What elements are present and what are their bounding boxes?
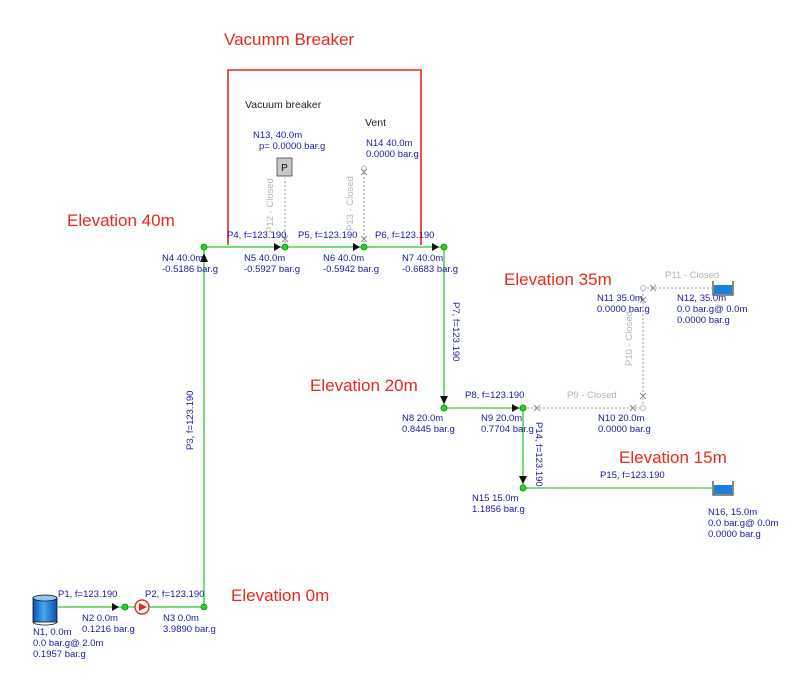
pipe-p13-label: P13 - Closed [345, 176, 356, 231]
node-n1-pressure: 0.1957 bar.g [33, 649, 86, 660]
node-n13-pressure: p= 0.0000 bar.g [259, 141, 325, 152]
node-n5[interactable] [281, 243, 289, 251]
node-n12-label: N12, 35.0m [677, 293, 726, 304]
node-n3-pressure: 3.9890 bar.g [163, 624, 216, 635]
node-n10-label: N10 20.0m [598, 413, 645, 424]
pump-icon[interactable] [134, 599, 150, 615]
node-n4[interactable] [200, 243, 208, 251]
flow-arrow-p4-icon [274, 243, 281, 251]
node-n7-pressure: -0.6683 bar.g [402, 264, 458, 275]
pipe-p12-label: P12 - Closed [265, 178, 276, 233]
flow-arrow-p3-icon [200, 253, 208, 262]
elevation-0-label: Elevation 0m [231, 586, 329, 605]
node-n4-label: N4 40.0m [162, 253, 203, 264]
elevation-20-label: Elevation 20m [310, 376, 418, 395]
node-n9-pressure: 0.7704 bar.g [481, 424, 534, 435]
pipe-p3-label: P3, f=123.190 [185, 391, 196, 450]
node-n4-pressure: -0.5186 bar.g [162, 264, 218, 275]
vacuum-breaker-valve[interactable]: P [276, 157, 293, 177]
closed-node-n14-icon [361, 165, 367, 171]
node-n13-label: N13, 40.0m [253, 130, 302, 141]
node-n5-label: N5 40.0m [244, 253, 285, 264]
closed-valve-cross-icon [281, 168, 657, 412]
node-n11-label: N11 35.0m [597, 293, 643, 304]
node-n16-label: N16, 15.0m [708, 507, 757, 518]
node-n2[interactable] [121, 603, 129, 611]
node-n7-label: N7 40.0m [402, 253, 443, 264]
elevation-15-label: Elevation 15m [619, 448, 727, 467]
pipe-p9-label: P9 - Closed [567, 390, 617, 401]
flow-arrow-p7-icon [440, 396, 448, 404]
elevation-40-label: Elevation 40m [67, 211, 175, 230]
tank-n12-icon[interactable] [712, 281, 734, 296]
pipe-p10-label: P10 - Closed [624, 311, 635, 366]
node-n1-supply: 0.0 bar.g@ 2.0m [33, 638, 103, 649]
node-n3-label: N3 0.0m [163, 613, 199, 624]
pipe-p6-label: P6, f=123.190 [375, 230, 434, 241]
node-n7[interactable] [440, 243, 448, 251]
flow-arrow-p8-icon [512, 404, 519, 412]
node-n6-pressure: -0.5942 bar.g [323, 264, 379, 275]
pipe-p11-label: P11 - Closed [665, 270, 719, 281]
pipe-p14-label: P14, f=123.190 [533, 422, 544, 487]
flow-arrow-p6-icon [432, 243, 439, 251]
node-n6[interactable] [360, 243, 368, 251]
node-n6-label: N6 40.0m [323, 253, 364, 264]
flow-arrow-p14-icon [519, 476, 527, 484]
vacuum-breaker-label: Vacuum breaker [245, 99, 322, 111]
pipe-p1-label: P1, f=123.190 [58, 589, 117, 600]
node-n1-label: N1, 0.0m [33, 627, 72, 638]
node-n8[interactable] [440, 404, 448, 412]
pipe-p8-label: P8, f=123.190 [465, 390, 524, 401]
vent-label: Vent [365, 117, 386, 129]
node-n5-pressure: -0.5927 bar.g [244, 264, 300, 275]
node-n14-label: N14 40.0m [366, 138, 413, 149]
tank-n16-icon[interactable] [712, 481, 734, 496]
vacuum-breaker-title: Vacumm Breaker [224, 30, 354, 49]
pipe-p7-label: P7, f=123.190 [450, 302, 461, 361]
node-n3[interactable] [200, 603, 208, 611]
node-n2-pressure: 0.1216 bar.g [82, 624, 135, 635]
closed-node-n10-icon [640, 405, 646, 411]
node-n9[interactable] [519, 404, 527, 412]
node-n16-pressure: 0.0000 bar.g [708, 529, 761, 540]
closed-node-n11-icon [640, 285, 646, 291]
node-n12-pressure: 0.0000 bar.g [677, 315, 730, 326]
node-n8-pressure: 0.8445 bar.g [402, 424, 455, 435]
node-n12-supply: 0.0 bar.g@ 0.0m [677, 304, 747, 315]
vacuum-breaker-bracket [227, 69, 422, 245]
node-n11-pressure: 0.0000 bar.g [597, 304, 650, 315]
elevation-35-label: Elevation 35m [504, 270, 612, 289]
node-n2-label: N2 0.0m [82, 613, 118, 624]
node-n10-pressure: 0.0000 bar.g [598, 424, 651, 435]
node-n8-label: N8 20.0m [402, 413, 443, 424]
pipe-p15-label: P15, f=123.190 [600, 470, 665, 481]
node-n15-label: N15 15.0m [472, 493, 519, 504]
node-n14-pressure: 0.0000 bar.g [366, 149, 419, 160]
pipe-p4-label: P4, f=123.190 [227, 230, 286, 241]
tank-n1-icon[interactable] [32, 594, 58, 626]
node-n9-label: N9 20.0m [481, 413, 522, 424]
node-n16-supply: 0.0 bar.g@ 0.0m [708, 518, 778, 529]
vacuum-breaker-letter: P [281, 163, 288, 174]
pipe-p2-label: P2, f=123.190 [145, 589, 204, 600]
node-n15[interactable] [519, 484, 527, 492]
flow-arrow-p5-icon [353, 243, 360, 251]
pipe-p5-label: P5, f=123.190 [298, 230, 357, 241]
flow-arrow-p1-icon [112, 603, 119, 611]
node-n15-pressure: 1.1856 bar.g [472, 504, 525, 515]
